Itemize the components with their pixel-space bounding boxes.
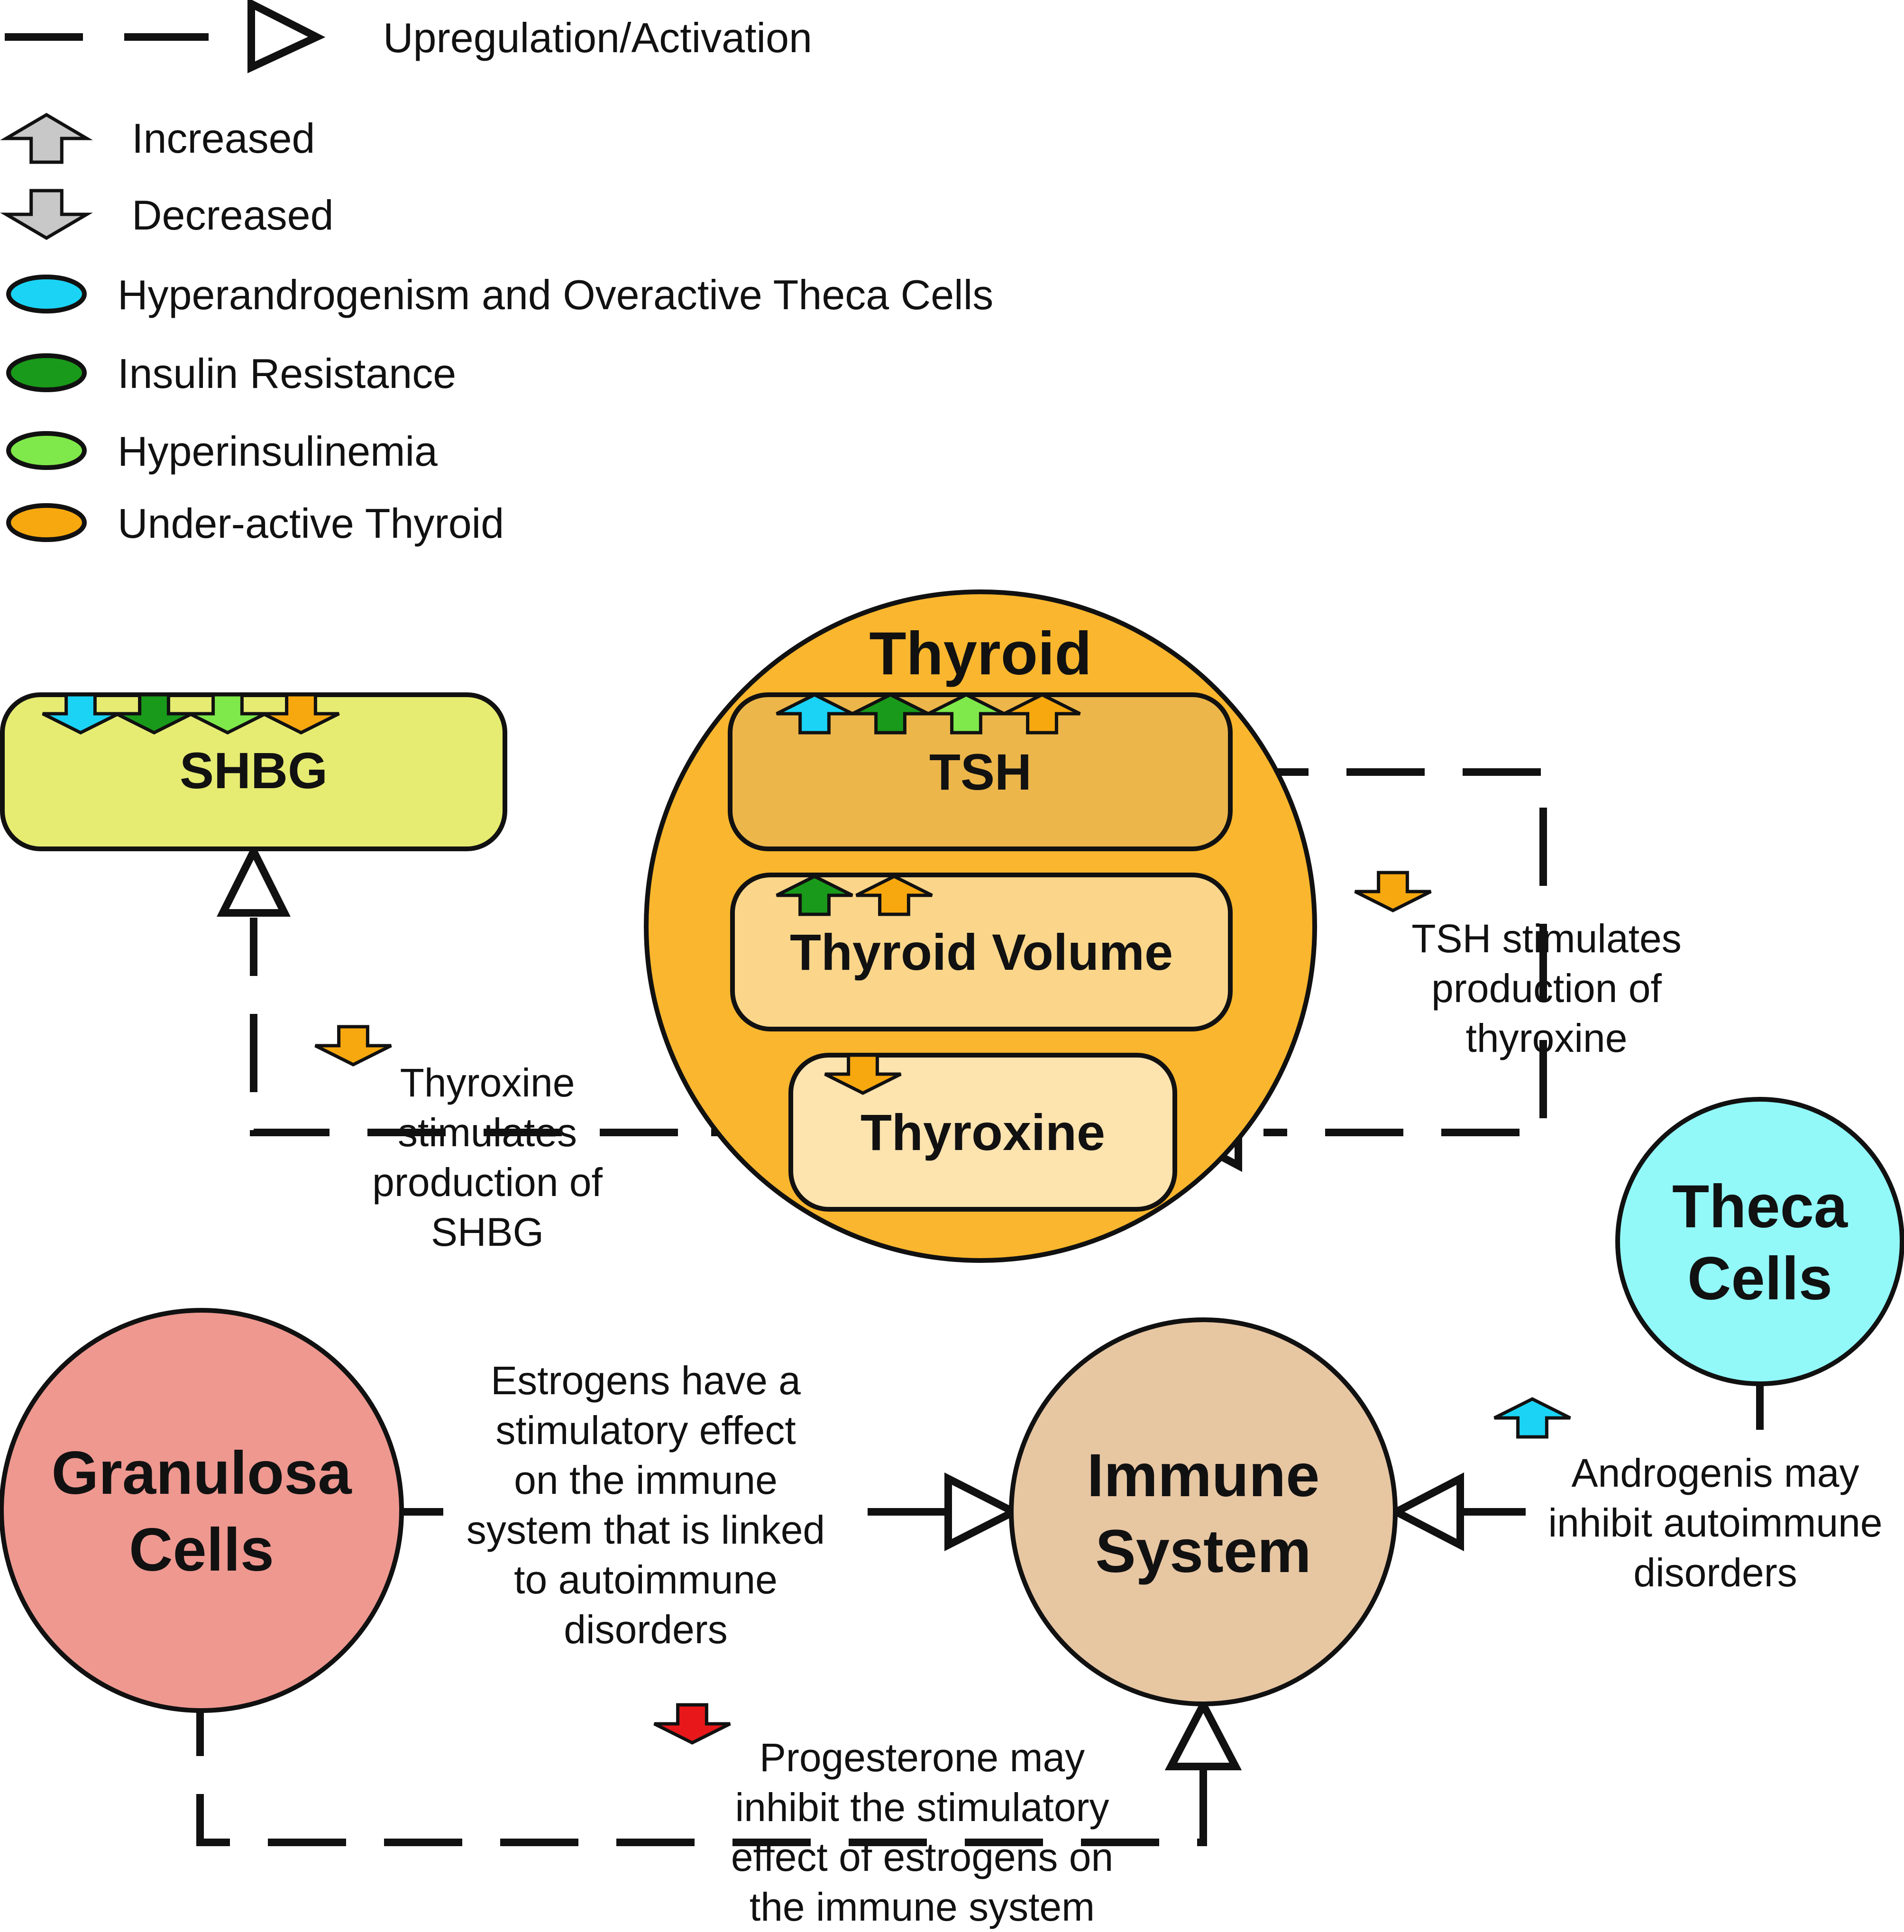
immune-label-line2: System [1095, 1518, 1311, 1585]
granulosa-label-line2: Cells [129, 1516, 274, 1584]
edge-label-line: inhibit the stimulatory [735, 1785, 1109, 1830]
edge-label-line: on the immune [514, 1458, 778, 1502]
decrease-progesterone-red-arrow-icon [653, 1703, 731, 1745]
tsh-box: TSH [728, 692, 1233, 851]
tsh-indicators [776, 693, 1081, 735]
decrease-insulin-resistance-arrow-icon [115, 693, 193, 735]
granulosa-label-line1: Granulosa [51, 1439, 352, 1507]
tsh-to-thyroxine-label: TSH stimulates production of thyroxine [1411, 916, 1681, 1060]
immune-androgen-arrowhead-icon [1388, 1472, 1464, 1552]
thyroid-node: Thyroid TSH Thyroid Volume Thyroxine [644, 589, 1317, 1263]
edge-label-line: to autoimmune [514, 1557, 778, 1602]
increase-hyperandrogenism-arrow-icon [1493, 1397, 1571, 1439]
legend-hyperandrogenism-swatch [6, 275, 87, 313]
legend-activation-label: Upregulation/Activation [383, 14, 812, 61]
decrease-underactive-thyroid-arrow-icon [824, 1053, 902, 1095]
legend-hyperinsulinemia-swatch [6, 431, 87, 470]
legend-increased-label: Increased [132, 115, 315, 162]
edge-label-line: thyroxine [1466, 1016, 1628, 1060]
granulosa-cells-node: Granulosa Cells [0, 1308, 404, 1713]
immune-estrogen-arrowhead-icon [944, 1472, 1022, 1552]
immune-label-line1: Immune [1087, 1442, 1320, 1509]
edge-label-line: TSH stimulates [1411, 916, 1681, 961]
edge-label-line: Estrogens have a [491, 1358, 801, 1403]
shbg-activation-arrowhead-icon [217, 843, 291, 917]
edge-label-line: effect of estrogens on [731, 1835, 1113, 1879]
thyroid-label: Thyroid [869, 620, 1091, 688]
legend-underactive-thyroid-swatch [6, 503, 87, 542]
androgen-edge-indicators [1493, 1397, 1571, 1439]
decrease-arrow-icon [0, 189, 93, 240]
thyroxine-indicators [824, 1053, 902, 1095]
edge-label-line: system that is linked [467, 1508, 825, 1552]
legend-decreased-label: Decreased [132, 192, 334, 239]
thyroid-volume-label: Thyroid Volume [790, 923, 1173, 981]
edge-label-line: disorders [564, 1607, 727, 1652]
shbg-label: SHBG [180, 742, 328, 799]
edge-label-line: Progesterone may [760, 1735, 1085, 1780]
thyroid-volume-indicators [776, 874, 933, 916]
legend-activation-arrow-icon [5, 0, 326, 74]
edge-label-line: Thyroxine [400, 1060, 575, 1105]
edge-label-line: disorders [1633, 1550, 1797, 1595]
edge-label-line: SHBG [431, 1210, 544, 1254]
edge-label-line: production of [1431, 966, 1662, 1011]
connectors [196, 768, 1764, 1846]
androgen-to-immune-label: Androgenis may inhibit autoimmune disord… [1548, 1451, 1882, 1595]
legend-hyperinsulinemia-label: Hyperinsulinemia [118, 428, 438, 475]
tsh-to-thyroxine-connector [1230, 768, 1547, 1136]
thyroxine-label: Thyroxine [860, 1104, 1105, 1161]
decrease-underactive-thyroid-arrow-icon [314, 1025, 392, 1067]
estrogen-to-immune-label: Estrogens have a stimulatory effect on t… [467, 1358, 825, 1652]
edge-label-line: the immune system [750, 1885, 1095, 1929]
progesterone-edge-indicators [653, 1703, 731, 1745]
increase-underactive-thyroid-arrow-icon [1003, 693, 1081, 735]
theca-label-line2: Cells [1687, 1245, 1832, 1313]
legend-underactive-thyroid-label: Under-active Thyroid [118, 500, 504, 547]
immune-progesterone-arrowhead-icon [1164, 1696, 1242, 1770]
thyroxine-to-shbg-connector [250, 918, 678, 1136]
thyroid-volume-box: Thyroid Volume [730, 873, 1233, 1031]
edge-label-line: inhibit autoimmune [1548, 1500, 1882, 1545]
increase-insulin-resistance-arrow-icon [851, 693, 929, 735]
decrease-hyperinsulinemia-arrow-icon [189, 693, 266, 735]
increase-arrow-icon [0, 112, 93, 164]
increase-insulin-resistance-arrow-icon [776, 874, 853, 916]
legend-insulin-resistance-label: Insulin Resistance [118, 350, 456, 397]
decrease-underactive-thyroid-arrow-icon [262, 693, 340, 735]
increase-underactive-thyroid-arrow-icon [855, 874, 933, 916]
legend: Upregulation/Activation Increased Decrea… [0, 0, 993, 547]
immune-system-node: Immune System [1009, 1317, 1398, 1706]
legend-hyperandrogenism-label: Hyperandrogenism and Overactive Theca Ce… [118, 271, 993, 318]
theca-cells-node: Theca Cells [1615, 1097, 1904, 1386]
edge-label-line: stimulates [398, 1110, 577, 1155]
edge-label-line: stimulatory effect [495, 1408, 796, 1453]
progesterone-connector [196, 1678, 1207, 1846]
tsh-label: TSH [929, 743, 1032, 800]
increase-hyperinsulinemia-arrow-icon [927, 693, 1005, 735]
legend-decreased-arrow-icon [0, 189, 93, 240]
edge-label-line: production of [372, 1160, 603, 1205]
decrease-hyperandrogenism-arrow-icon [42, 693, 119, 735]
tsh-edge-indicators [1354, 871, 1432, 912]
theca-label-line1: Theca [1672, 1173, 1848, 1241]
decrease-underactive-thyroid-arrow-icon [1354, 871, 1432, 912]
thyroxine-box: Thyroxine [788, 1053, 1177, 1212]
edge-label-line: Androgenis may [1572, 1451, 1859, 1495]
shbg-node: SHBG [0, 692, 507, 851]
legend-insulin-resistance-swatch [6, 353, 87, 392]
increase-hyperandrogenism-arrow-icon [776, 693, 853, 735]
shbg-indicators [42, 693, 340, 735]
legend-increased-arrow-icon [0, 112, 93, 164]
thyroxine-to-shbg-label: Thyroxine stimulates production of SHBG [372, 1060, 603, 1254]
thyroxine-edge-indicators [314, 1025, 392, 1067]
progesterone-to-immune-label: Progesterone may inhibit the stimulatory… [731, 1735, 1113, 1929]
